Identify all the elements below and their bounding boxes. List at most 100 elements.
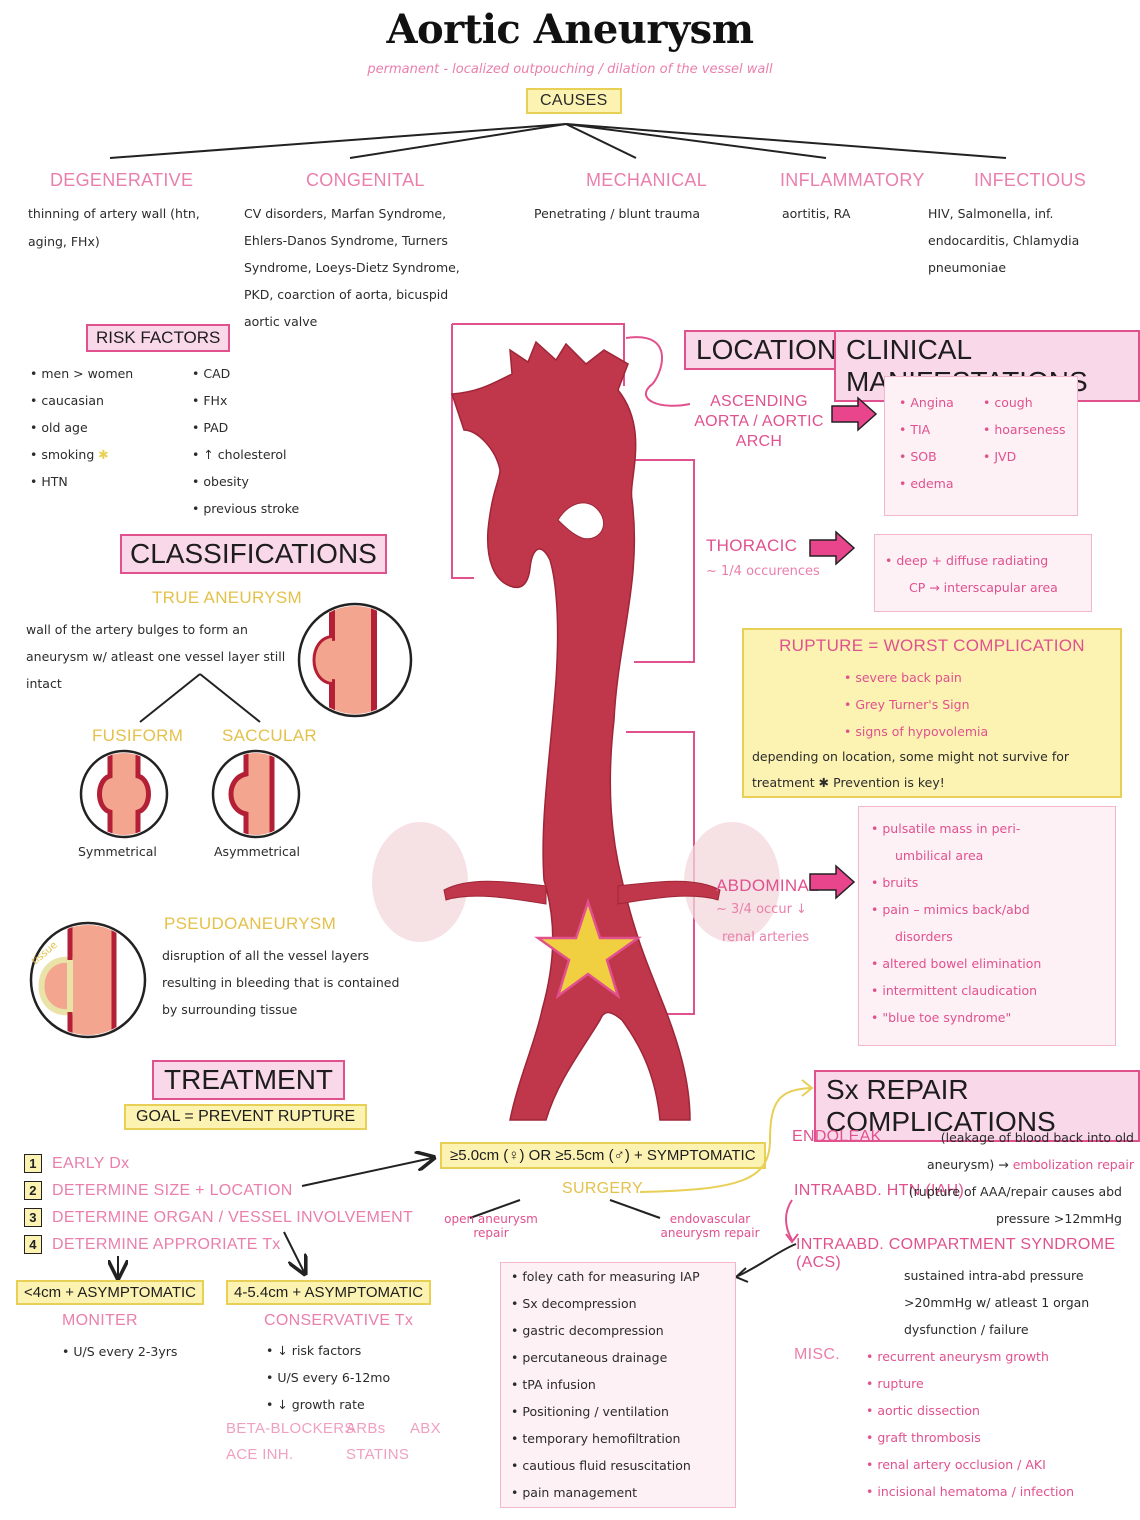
medium-aneurysm-items: • ↓ risk factors • U/S every 6-12mo • ↓ …: [266, 1337, 390, 1418]
list-item: • smoking ✱: [30, 447, 109, 462]
list-item: • Sx decompression: [511, 1296, 637, 1311]
subtitle: permanent - localized outpouching / dila…: [367, 62, 773, 77]
list-item: • PAD: [192, 420, 229, 435]
saccular-caption: Asymmetrical: [214, 844, 301, 859]
fusiform-title: FUSIFORM: [92, 726, 184, 745]
list-item: • pain management: [511, 1485, 638, 1500]
ascending-manifestations-box: • Angina • TIA • SOB • edema • cough • h…: [884, 376, 1078, 516]
large-aneurysm-box: ≥5.0cm (♀) OR ≥5.5cm (♂) + SYMPTOMATIC: [440, 1142, 766, 1169]
list-item: • Grey Turner's Sign: [844, 697, 970, 712]
arrow-right-icon: [809, 864, 856, 900]
classification-branch-lines: [139, 673, 261, 723]
med-ace-inh: ACE INH.: [226, 1446, 294, 1463]
list-item: • gastric decompression: [511, 1323, 664, 1338]
thoracic-manifestation-2: CP → interscapular area: [909, 580, 1058, 595]
list-item: • JVD: [983, 449, 1017, 464]
classifications-label: CLASSIFICATIONS: [120, 534, 387, 574]
causes-tree-lines: [109, 123, 1007, 159]
arrow-right-icon: [809, 530, 856, 566]
list-item: • ↓ growth rate: [266, 1397, 365, 1412]
cause-mechanical-title: MECHANICAL: [586, 170, 708, 190]
small-aneurysm-item: • U/S every 2-3yrs: [62, 1344, 178, 1359]
treatment-label: TREATMENT: [152, 1060, 346, 1100]
list-item: • previous stroke: [192, 501, 300, 516]
med-abx: ABX: [410, 1420, 441, 1437]
rupture-items: • severe back pain • Grey Turner's Sign …: [844, 664, 988, 745]
iah-title: INTRAABD. HTN (IAH): [794, 1182, 965, 1199]
list-item: • percutaneous drainage: [511, 1350, 668, 1365]
risk-factors-col2: • CAD • FHx • PAD • ↑ cholesterol • obes…: [192, 360, 299, 522]
risk-factors-label: RISK FACTORS: [86, 324, 231, 352]
endoleak-title: ENDOLEAK: [792, 1128, 882, 1145]
cause-infectious-title: INFECTIOUS: [974, 170, 1087, 190]
list-item: • old age: [30, 420, 88, 435]
abdominal-note-1: ~ 3/4 occur ↓: [716, 902, 807, 917]
arrow-right-icon: [831, 396, 878, 432]
true-aneurysm-diagram: [297, 602, 413, 718]
list-item: • U/S every 6-12mo: [266, 1370, 391, 1385]
list-item: • recurrent aneurysm growth: [866, 1349, 1049, 1364]
location-abdominal: ABDOMINAL: [716, 876, 819, 895]
pseudoaneurysm-text: disruption of all the vessel layers resu…: [162, 948, 400, 1017]
abdominal-manifestations-box: • pulsatile mass in peri- umbilical area…: [858, 806, 1116, 1046]
misc-label: MISC.: [794, 1346, 840, 1363]
thoracic-note: ~ 1/4 occurences: [706, 564, 820, 579]
list-item: • cautious fluid resuscitation: [511, 1458, 691, 1473]
list-item: • pulsatile mass in peri-: [871, 821, 1021, 836]
treatment-goal: GOAL = PREVENT RUPTURE: [124, 1104, 368, 1130]
rupture-note: depending on location, some might not su…: [752, 749, 1070, 790]
list-item: • Positioning / ventilation: [511, 1404, 669, 1419]
location-ascending: ASCENDING AORTA / AORTIC ARCH: [694, 393, 824, 450]
med-beta-blockers: BETA-BLOCKERS: [226, 1420, 355, 1437]
small-aneurysm-sub: MONITER: [62, 1312, 138, 1329]
list-item: • caucasian: [30, 393, 104, 408]
location-thoracic: THORACIC: [706, 536, 798, 555]
list-item: • ↓ risk factors: [266, 1343, 362, 1358]
list-item: • severe back pain: [844, 670, 962, 685]
list-item: • incisional hematoma / infection: [866, 1484, 1075, 1499]
list-item: • tPA infusion: [511, 1377, 596, 1392]
open-repair-label: open aneurysm repair: [444, 1212, 538, 1240]
list-item: • temporary hemofiltration: [511, 1431, 681, 1446]
causes-label: CAUSES: [526, 88, 622, 114]
cause-degenerative-title: DEGENERATIVE: [50, 170, 194, 190]
endovascular-repair-label: endovascular aneurysm repair: [660, 1212, 760, 1240]
acs-text: sustained intra-abd pressure >20mmHg w/ …: [904, 1268, 1090, 1337]
list-item: • obesity: [192, 474, 249, 489]
list-item: • cough: [983, 395, 1033, 410]
ascending-col1: • Angina • TIA • SOB • edema: [899, 389, 954, 497]
thoracic-manifestations-box: • deep + diffuse radiating CP → intersca…: [874, 534, 1092, 612]
list-item: • signs of hypovolemia: [844, 724, 989, 739]
true-aneurysm-title: TRUE ANEURYSM: [152, 588, 303, 607]
aorta-illustration: [372, 323, 780, 1121]
list-item: • rupture: [866, 1376, 924, 1391]
cause-infectious-text: HIV, Salmonella, inf. endocarditis, Chla…: [928, 206, 1080, 275]
pseudoaneurysm-title: PSEUDOANEURYSM: [164, 914, 337, 933]
iah-text: (rupture of AAA/repair causes abd pressu…: [908, 1184, 1122, 1226]
small-aneurysm-box: <4cm + ASYMPTOMATIC: [16, 1280, 204, 1305]
star-icon: ✱: [98, 447, 109, 462]
list-item: • edema: [899, 476, 954, 491]
saccular-diagram: [211, 749, 301, 839]
cause-inflammatory-title: INFLAMMATORY: [780, 170, 925, 190]
cause-degenerative-text: thinning of artery wall (htn, aging, FHx…: [28, 206, 200, 249]
list-item: disorders: [895, 929, 953, 944]
abdominal-note-2: renal arteries: [722, 930, 810, 945]
thoracic-manifestation-1: • deep + diffuse radiating: [885, 553, 1049, 568]
endoleak-text: (leakage of blood back into old aneurysm…: [926, 1130, 1134, 1172]
list-item: • pain – mimics back/abd: [871, 902, 1030, 917]
list-item: • CAD: [192, 366, 231, 381]
surgery-label: SURGERY: [562, 1180, 643, 1197]
acs-management-box: • foley cath for measuring IAP • Sx deco…: [500, 1262, 736, 1508]
list-item: • hoarseness: [983, 422, 1066, 437]
list-item: • aortic dissection: [866, 1403, 980, 1418]
cause-mechanical-text: Penetrating / blunt trauma: [534, 206, 701, 221]
fusiform-diagram: [79, 749, 169, 839]
list-item: • ↑ cholesterol: [192, 447, 287, 462]
list-item: umbilical area: [895, 848, 984, 863]
list-item: • TIA: [899, 422, 931, 437]
